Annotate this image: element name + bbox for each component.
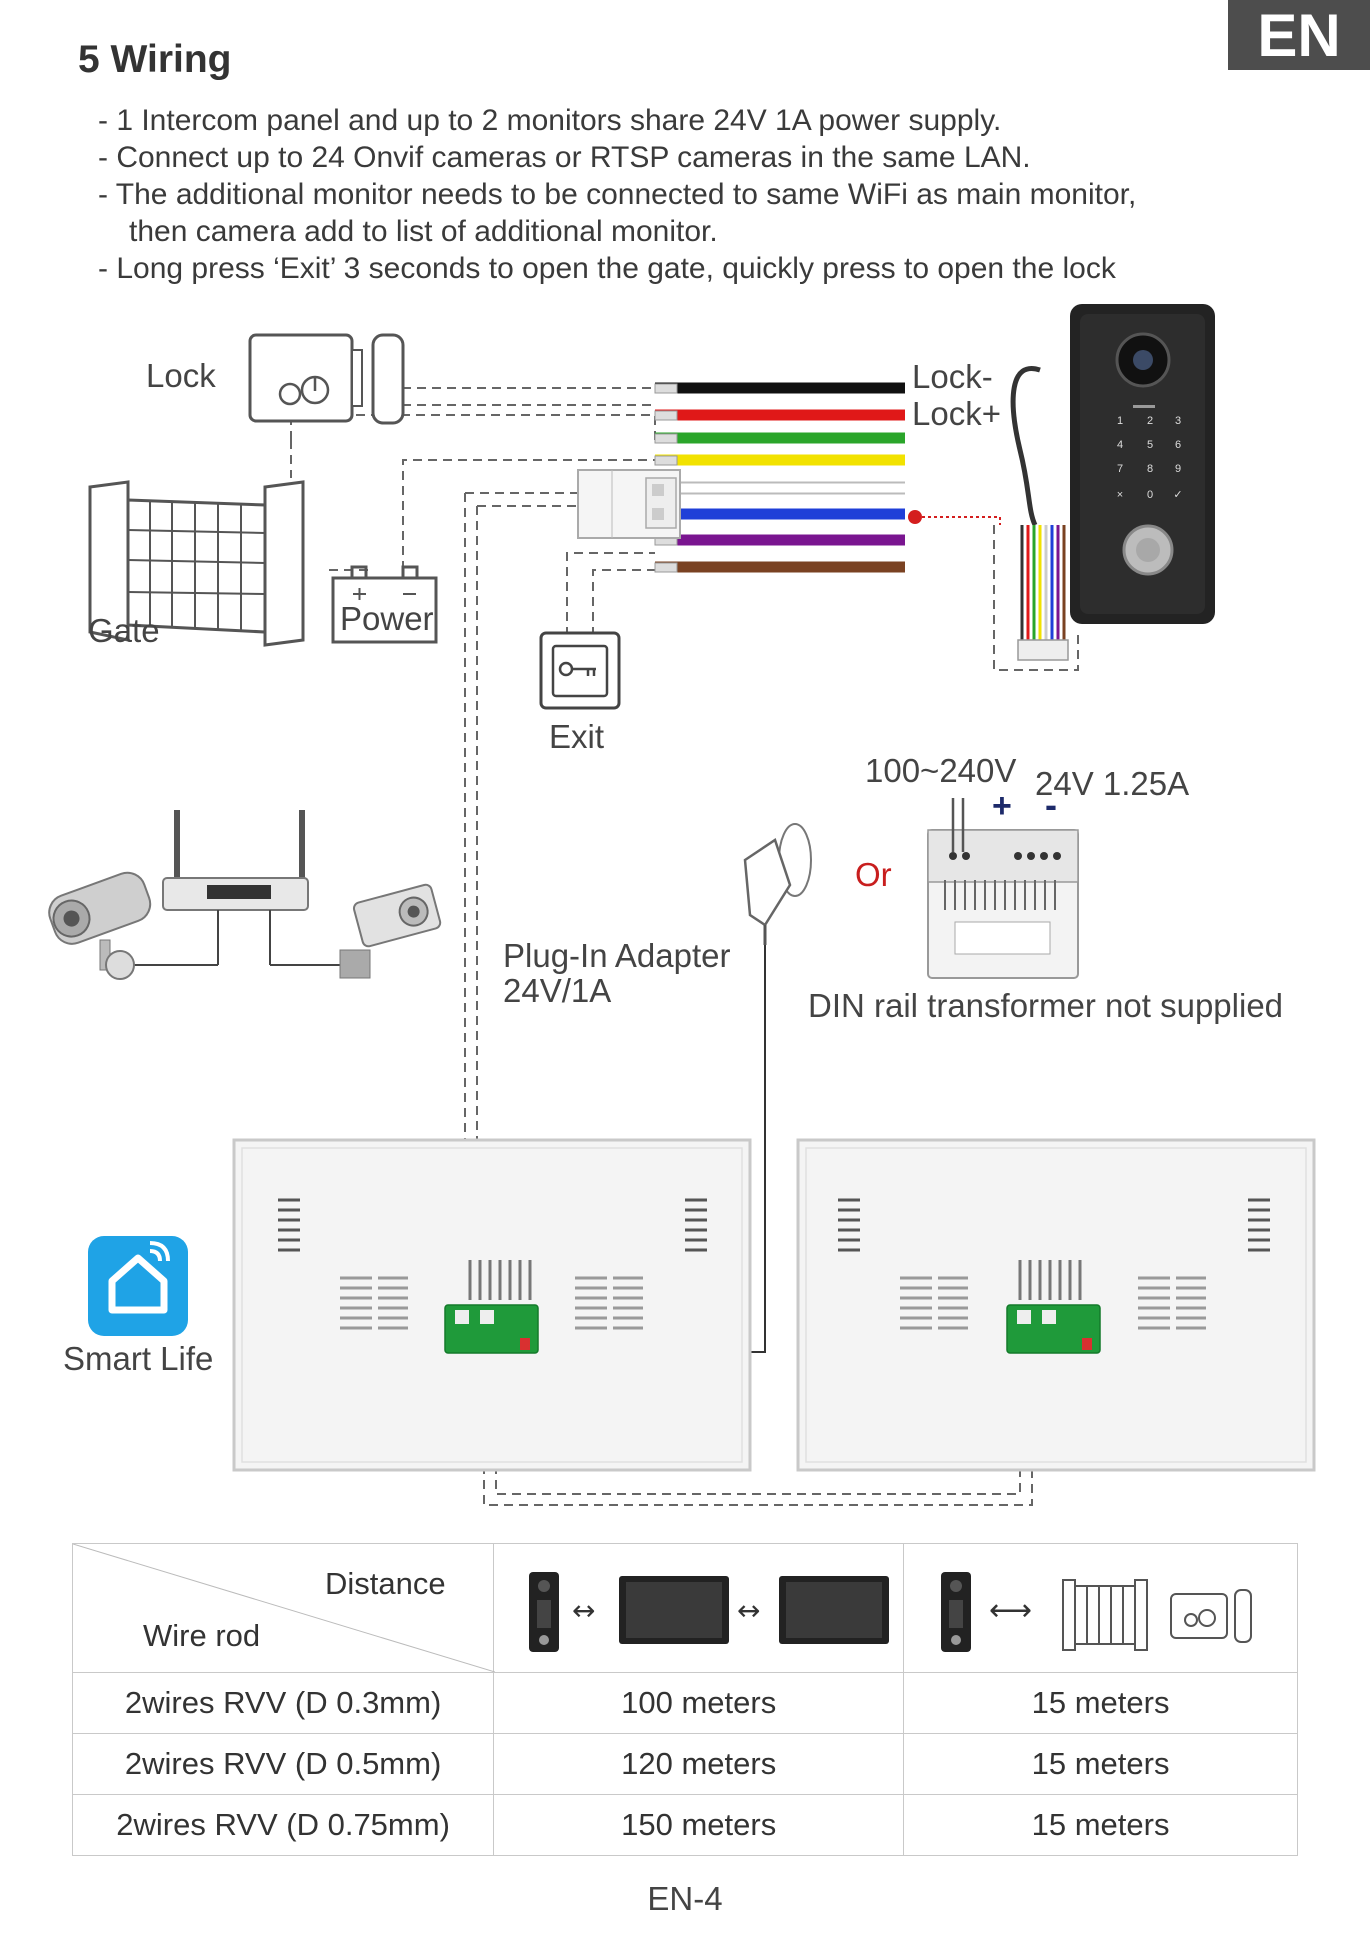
or-label: Or — [855, 856, 892, 893]
gate-icon — [88, 480, 305, 647]
svg-text:5: 5 — [1147, 439, 1153, 451]
header-diagonal — [73, 1544, 495, 1672]
note-line: - 1 Intercom panel and up to 2 monitors … — [98, 104, 1002, 137]
minus-terminal-label: - — [1045, 784, 1057, 825]
lock-plus-label: Lock+ — [912, 395, 1001, 432]
camera-left-icon — [48, 871, 152, 980]
exit-wire-marker — [908, 510, 922, 524]
smart-life-label: Smart Life — [63, 1340, 214, 1377]
wire-type-cell: 2wires RVV (D 0.75mm) — [71, 1794, 495, 1856]
wire-type-cell: 2wires RVV (D 0.3mm) — [71, 1672, 495, 1734]
lock-minus-label: Lock- — [912, 358, 993, 395]
monitor-distance-cell: 120 meters — [493, 1733, 905, 1795]
adapter-rating-label: 24V/1A — [503, 972, 612, 1009]
svg-text:4: 4 — [1117, 439, 1123, 451]
monitor-distance-cell: 150 meters — [493, 1794, 905, 1856]
svg-text:✓: ✓ — [1173, 489, 1182, 501]
language-tab: EN — [1228, 0, 1370, 70]
battery-icon — [331, 565, 438, 644]
adapter-label: Plug-In Adapter — [503, 937, 731, 974]
lock-distance-cell: 15 meters — [903, 1794, 1298, 1856]
connector-block — [577, 469, 681, 539]
panel-to-lock-diagram: ⟷ — [940, 1572, 1252, 1652]
panel-wire-tails — [1017, 525, 1069, 661]
table-header-row: Distance Wire rod ↔ ↔ — [71, 1543, 1298, 1673]
note-line: then camera add to list of additional mo… — [129, 215, 718, 248]
lock-icon — [248, 333, 405, 425]
lock-label: Lock — [146, 357, 216, 394]
svg-text:×: × — [1117, 489, 1123, 501]
gate-label: Gate — [88, 612, 160, 649]
monitor-distance-cell: 100 meters — [493, 1672, 905, 1734]
lock-distance-cell: 15 meters — [903, 1733, 1298, 1795]
note-line: - The additional monitor needs to be con… — [98, 178, 1137, 211]
table-row: 2wires RVV (D 0.3mm) 100 meters 15 meter… — [71, 1672, 1298, 1734]
svg-text:3: 3 — [1175, 415, 1181, 427]
wire-type-cell: 2wires RVV (D 0.5mm) — [71, 1733, 495, 1795]
doorbell-panel: 1 2 3 4 5 6 7 8 9 × 0 ✓ — [1010, 304, 1215, 624]
svg-text:6: 6 — [1175, 439, 1181, 451]
input-voltage-label: 100~240V — [865, 752, 1017, 789]
svg-text:0: 0 — [1147, 489, 1153, 501]
svg-text:2: 2 — [1147, 415, 1153, 427]
camera-right-icon — [339, 883, 442, 979]
exit-button-icon — [539, 631, 621, 710]
table-row: 2wires RVV (D 0.5mm) 120 meters 15 meter… — [71, 1733, 1298, 1795]
svg-text:8: 8 — [1147, 463, 1153, 475]
section-title: 5 Wiring — [78, 38, 232, 81]
output-voltage-label: 24V 1.25A — [1035, 765, 1190, 802]
double-arrow-icon: ↔ — [737, 1594, 760, 1627]
din-rail-note: DIN rail transformer not supplied — [808, 987, 1284, 1024]
wire-distance-table: Distance Wire rod ↔ ↔ — [71, 1543, 1298, 1856]
plus-terminal-label: + — [992, 787, 1012, 825]
smart-life-app-icon — [88, 1236, 188, 1336]
double-arrow-icon: ↔ — [572, 1594, 595, 1627]
note-line: - Long press ‘Exit’ 3 seconds to open th… — [98, 252, 1116, 285]
wiring-notes: - 1 Intercom panel and up to 2 monitors … — [98, 102, 1136, 287]
lock-distance-header: ⟷ — [903, 1543, 1298, 1673]
main-monitor-back — [232, 1138, 752, 1472]
svg-text:9: 9 — [1175, 463, 1181, 475]
svg-text:7: 7 — [1117, 463, 1123, 475]
monitor-distance-header: ↔ ↔ — [493, 1543, 905, 1673]
panel-to-monitor-diagram: ↔ ↔ — [528, 1572, 889, 1652]
double-arrow-icon: ⟷ — [989, 1593, 1032, 1628]
lock-distance-cell: 15 meters — [903, 1672, 1298, 1734]
additional-monitor-back — [796, 1138, 1316, 1472]
table-row: 2wires RVV (D 0.75mm) 150 meters 15 mete… — [71, 1794, 1298, 1856]
router-icon — [130, 810, 340, 966]
wire-rod-header: Wire rod — [143, 1618, 261, 1653]
distance-header: Distance — [325, 1566, 446, 1601]
wire-bundle — [654, 382, 905, 573]
page-number: EN-4 — [647, 1880, 723, 1917]
plug-in-adapter-icon — [743, 823, 812, 945]
exit-label: Exit — [549, 718, 605, 755]
din-rail-transformer-icon — [927, 798, 1079, 979]
table-corner-header: Distance Wire rod — [71, 1543, 495, 1673]
note-line: - Connect up to 24 Onvif cameras or RTSP… — [98, 141, 1031, 174]
power-label: Power — [340, 600, 434, 637]
svg-text:1: 1 — [1117, 415, 1123, 427]
